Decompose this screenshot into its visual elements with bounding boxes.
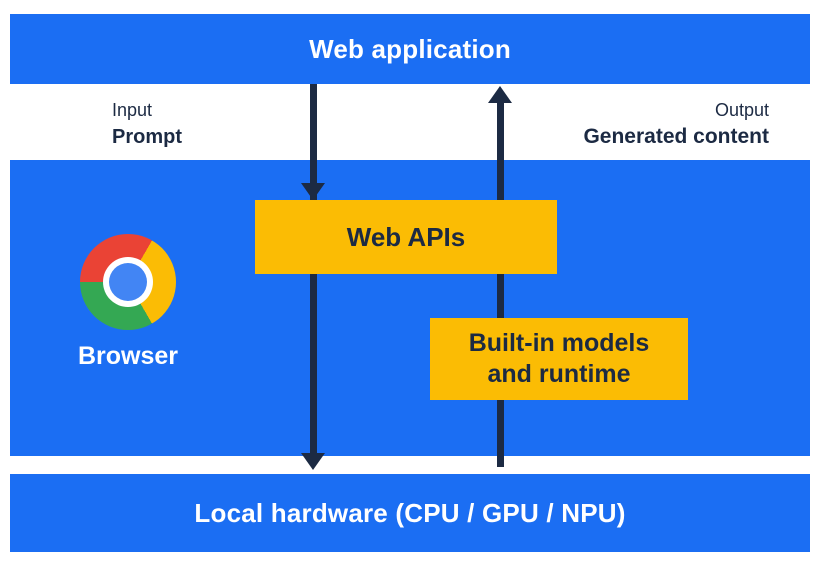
up-arrow-line <box>497 101 504 467</box>
input-annotation: Input Prompt <box>112 97 182 151</box>
output-label: Output <box>714 100 769 120</box>
output-annotation: Output Generated content <box>583 97 769 151</box>
arrowhead-down-icon <box>301 453 325 470</box>
input-value-prompt: Prompt <box>112 126 182 148</box>
web-apis-box: Web APIs <box>255 200 557 274</box>
browser-label: Browser <box>77 342 179 370</box>
builtin-models-label-line1: Built-in models <box>468 329 650 357</box>
builtin-models-box: Built-in models and runtime <box>430 318 688 400</box>
arrowhead-up-icon <box>488 86 512 103</box>
arrowhead-down-icon <box>301 183 325 200</box>
web-application-label: Web application <box>309 33 511 64</box>
output-value-generated-content: Generated content <box>583 125 769 148</box>
input-label: Input <box>112 100 153 120</box>
chrome-logo-core <box>109 263 147 301</box>
builtin-models-label-line2: and runtime <box>487 360 631 388</box>
web-apis-label: Web APIs <box>346 221 466 252</box>
local-hardware-bar: Local hardware (CPU / GPU / NPU) <box>10 474 810 552</box>
local-hardware-label: Local hardware (CPU / GPU / NPU) <box>194 497 626 528</box>
chrome-logo-icon <box>80 234 176 330</box>
web-application-bar: Web application <box>10 14 810 84</box>
